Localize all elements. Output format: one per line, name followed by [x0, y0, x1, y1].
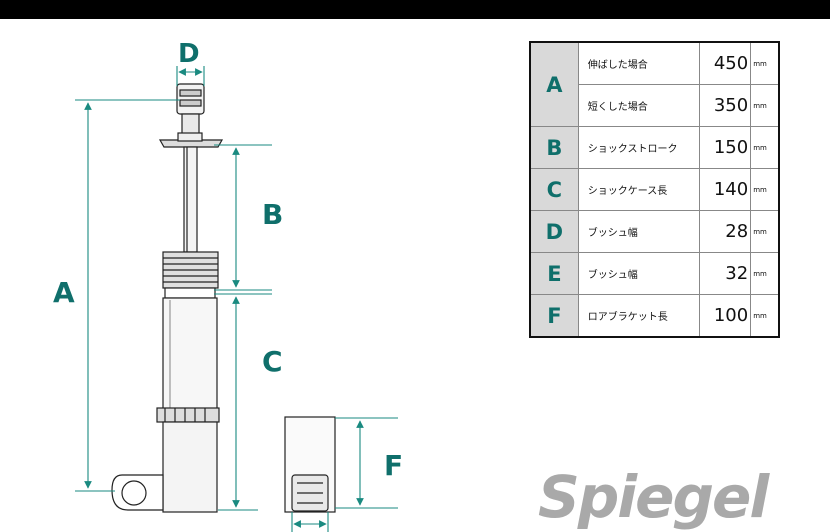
row-label: ブッシュ幅 — [577, 210, 700, 253]
row-label: 伸ばした場合 — [577, 41, 700, 85]
label-f: F — [384, 449, 403, 482]
label-d: D — [178, 39, 200, 69]
row-unit: mm — [750, 41, 780, 85]
row-label: ブッシュ幅 — [577, 252, 700, 295]
row-value: 28 — [698, 210, 752, 253]
label-a: A — [53, 276, 75, 309]
label-c: C — [262, 345, 283, 378]
shock-absorber — [111, 83, 224, 513]
label-b: B — [262, 198, 283, 231]
table-row: D ブッシュ幅 28 mm — [529, 210, 780, 253]
row-value: 450 — [698, 41, 752, 85]
row-unit: mm — [750, 126, 780, 169]
row-unit: mm — [750, 84, 780, 127]
table-row: A 伸ばした場合 450 mm — [529, 41, 780, 127]
row-letter: D — [529, 210, 579, 253]
row-letter: B — [529, 126, 579, 169]
dimension-lines — [75, 66, 398, 532]
row-label: 短くした場合 — [577, 84, 700, 127]
lower-bracket — [284, 416, 336, 513]
row-unit: mm — [750, 168, 780, 211]
row-letter: F — [529, 294, 579, 338]
row-value: 100 — [698, 294, 752, 338]
row-label: ショックケース長 — [577, 168, 700, 211]
table-row: E ブッシュ幅 32 mm — [529, 252, 780, 295]
row-unit: mm — [750, 210, 780, 253]
row-letter: E — [529, 252, 579, 295]
row-unit: mm — [750, 252, 780, 295]
row-value: 350 — [698, 84, 752, 127]
brand-logo: Spiegel — [538, 463, 769, 531]
row-letter: A — [529, 41, 579, 127]
row-value: 140 — [698, 168, 752, 211]
table-row: C ショックケース長 140 mm — [529, 168, 780, 211]
table-row: F ロアブラケット長 100 mm — [529, 294, 780, 338]
spec-table: A 伸ばした場合 450 mm 短くした場合 350 mm B ショックストロー… — [529, 41, 780, 338]
row-unit: mm — [750, 294, 780, 338]
row-label: ロアブラケット長 — [577, 294, 700, 338]
row-value: 32 — [698, 252, 752, 295]
table-row: B ショックストローク 150 mm — [529, 126, 780, 169]
row-label: ショックストローク — [577, 126, 700, 169]
row-value: 150 — [698, 126, 752, 169]
row-letter: C — [529, 168, 579, 211]
